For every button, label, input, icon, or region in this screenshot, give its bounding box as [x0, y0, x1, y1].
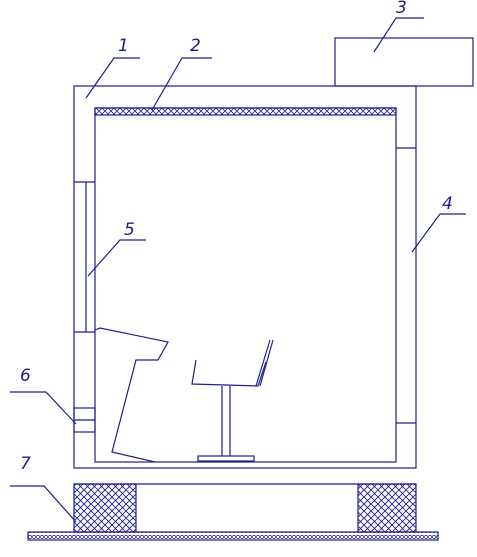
roof-insulation-layer — [94, 107, 397, 116]
chair-back — [255, 339, 271, 387]
callout-5-label: 5 — [124, 220, 135, 240]
control-desk — [94, 327, 169, 463]
callout-3-label: 3 — [396, 0, 407, 18]
roof-unit — [334, 37, 474, 87]
leader-line-7 — [10, 485, 77, 523]
leader-line-2 — [151, 57, 212, 111]
chair-back-outer — [259, 339, 274, 387]
chair-seat — [191, 359, 267, 387]
cabin-outer-wall — [73, 85, 417, 469]
chair-base — [197, 455, 255, 462]
leader-line-6 — [10, 391, 77, 425]
leader-line-1 — [85, 57, 140, 99]
callout-2-label: 2 — [190, 36, 201, 56]
callout-6-label: 6 — [20, 366, 31, 386]
callout-7-label: 7 — [20, 454, 31, 474]
leader-line-5 — [87, 239, 146, 277]
leader-line-3 — [373, 17, 424, 53]
cabin-inner-wall — [94, 107, 397, 463]
leader-line-4 — [411, 213, 466, 253]
callout-1-label: 1 — [118, 36, 129, 56]
floor-support-left — [73, 483, 137, 533]
floor-support-right — [357, 483, 417, 533]
callout-4-label: 4 — [442, 194, 453, 214]
ground-strip — [27, 531, 439, 541]
